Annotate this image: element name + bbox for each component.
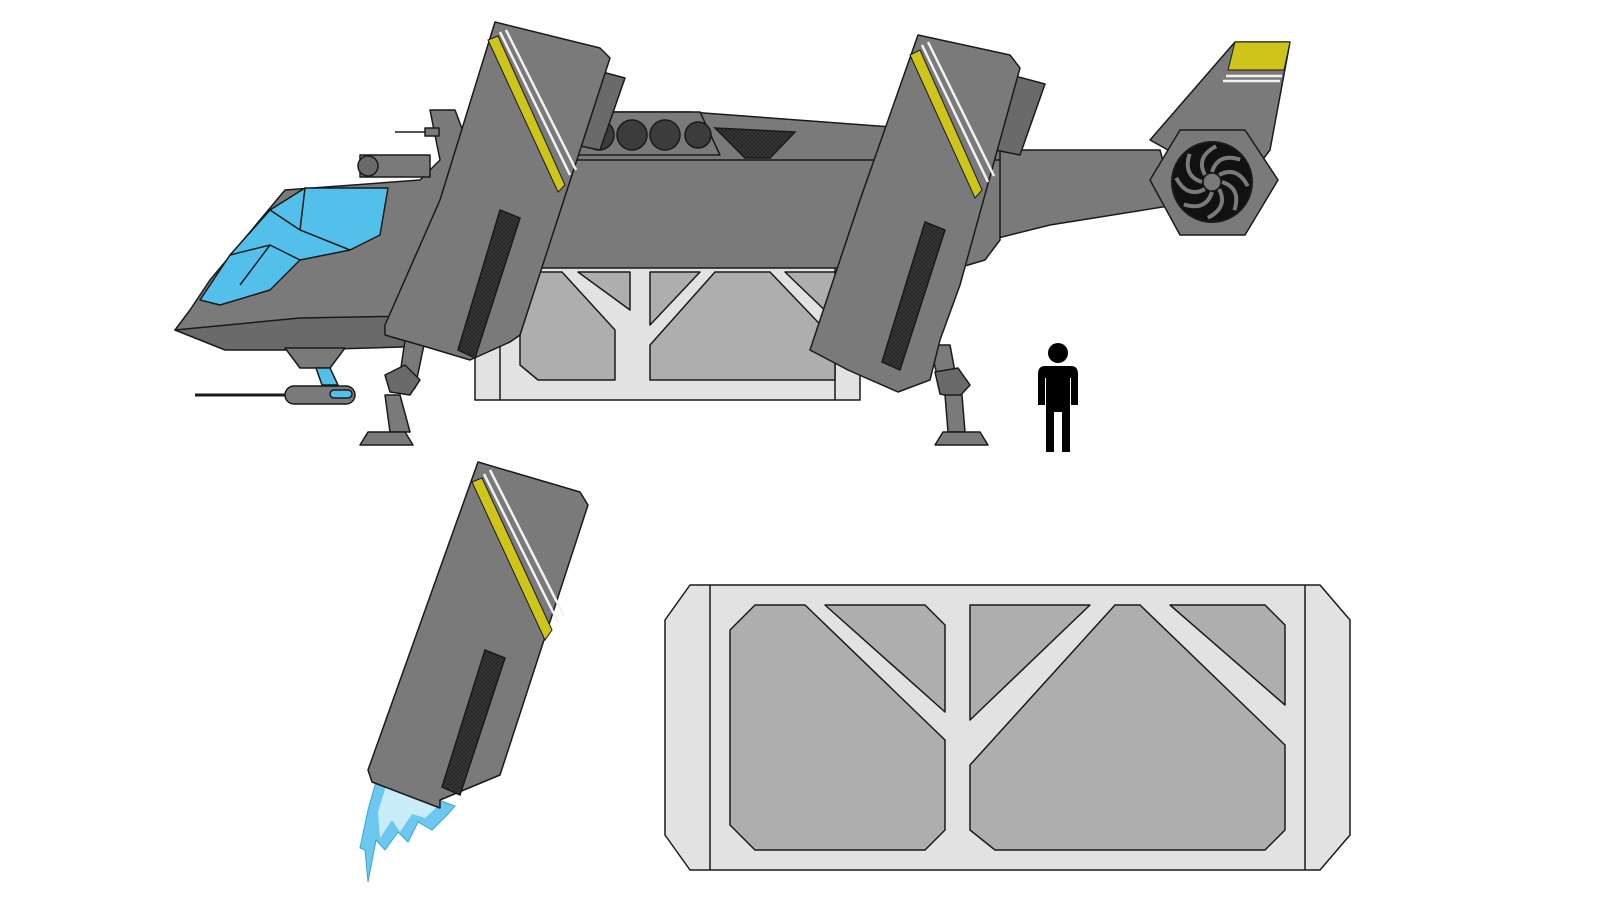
fan-blade [1210, 155, 1241, 173]
fan-blade [1200, 144, 1218, 176]
chin-gun [195, 347, 356, 405]
fan-blade [1218, 170, 1250, 188]
attached-cargo-bay [474, 267, 861, 401]
detached-engine-pod [359, 461, 589, 883]
tail-fin-yellow-stripe [1227, 41, 1291, 71]
tail-boom [989, 41, 1291, 241]
engine-pod-front [384, 21, 626, 361]
cargo-module-detached [664, 584, 1351, 871]
fan-blade [1221, 180, 1239, 211]
engine-grille-rear [881, 221, 946, 372]
fan-blade [1183, 191, 1214, 209]
engine-pod-rear [809, 34, 1046, 393]
engine-grille-detached [441, 649, 506, 797]
fan-blade [1206, 188, 1224, 220]
top-grille [713, 127, 797, 159]
landing-gear-rear [929, 344, 989, 446]
fan-blade [1185, 153, 1203, 184]
landing-gear-front [359, 339, 426, 446]
dropship-side-view [174, 21, 1291, 446]
engine-grille-front [457, 208, 521, 360]
human-scale-figure-icon [1038, 343, 1078, 452]
fan-blade [1174, 176, 1206, 194]
tail-fan-icon [1171, 141, 1253, 223]
